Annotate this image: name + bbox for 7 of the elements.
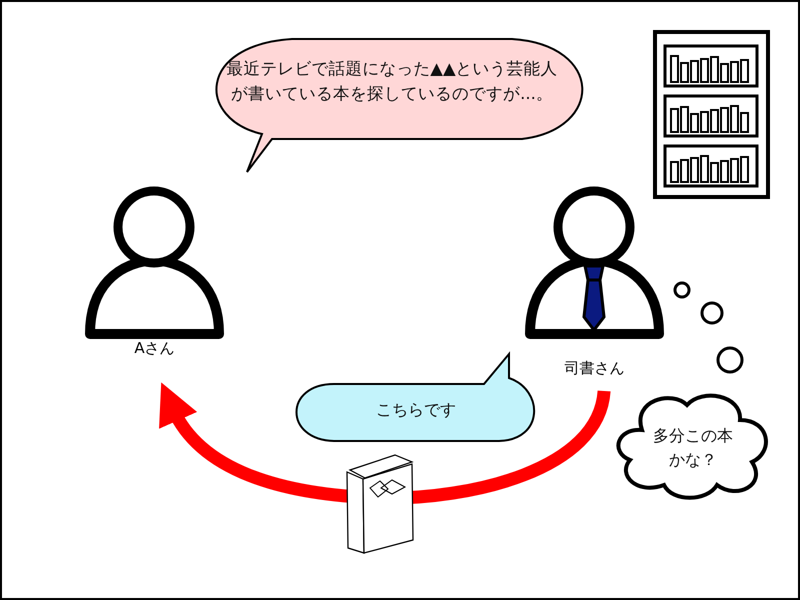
speech-text: 最近テレビで話題になった▲▲という芸能人が書いている本を探しているのですが...。 <box>225 58 559 105</box>
thought-text: 多分この本かな？ <box>652 425 734 471</box>
speech-bubble <box>294 350 538 443</box>
person-label: Aさん <box>133 339 176 358</box>
arrow <box>159 383 610 504</box>
person-label: 司書さん <box>564 359 626 378</box>
speech-text: こちらです <box>375 399 457 421</box>
